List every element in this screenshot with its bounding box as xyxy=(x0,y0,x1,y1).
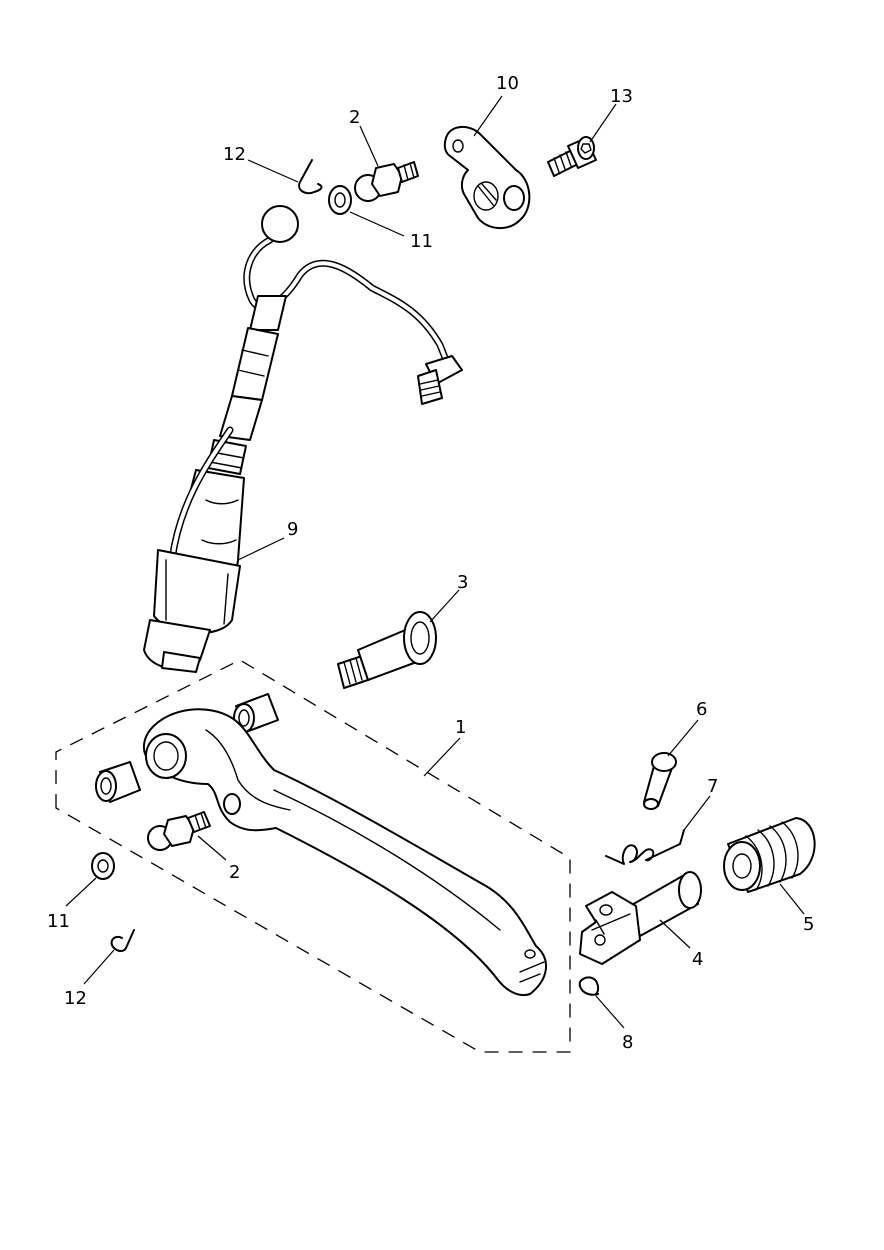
part-10-bracket xyxy=(443,126,531,229)
part-5-rubber xyxy=(723,817,816,893)
callout-2-lower: 2 xyxy=(229,862,240,883)
callout-4: 4 xyxy=(692,949,703,970)
part-7-spring xyxy=(605,829,685,865)
part-4-footpeg xyxy=(579,871,702,965)
callout-10: 10 xyxy=(496,73,519,94)
part-13-screw xyxy=(547,136,597,177)
callout-11-lower: 11 xyxy=(47,911,70,932)
part-11-washer-top xyxy=(328,185,352,215)
part-2-ball-stud-top xyxy=(354,161,419,202)
callout-12-lower: 12 xyxy=(64,988,87,1009)
part-9-sensor xyxy=(143,205,463,673)
callout-1: 1 xyxy=(455,717,466,738)
part-11-washer-lower xyxy=(91,852,115,880)
callout-11-top: 11 xyxy=(410,231,433,252)
callout-13: 13 xyxy=(610,86,633,107)
part-12-clip-lower xyxy=(110,929,135,952)
part-1-lever xyxy=(95,693,548,996)
assembly-boundary xyxy=(55,659,571,1053)
callout-8: 8 xyxy=(622,1032,633,1053)
leader-lines xyxy=(65,95,805,1029)
part-12-clip-top xyxy=(298,159,323,195)
callout-3: 3 xyxy=(457,572,468,593)
callout-12-top: 12 xyxy=(223,144,246,165)
callout-7: 7 xyxy=(707,776,718,797)
callout-9: 9 xyxy=(287,519,298,540)
part-3-pivot-bolt xyxy=(337,611,437,689)
callout-2-top: 2 xyxy=(349,107,360,128)
callout-5: 5 xyxy=(803,914,814,935)
part-6-pin xyxy=(643,752,677,810)
callout-6: 6 xyxy=(696,699,707,720)
part-2-ball-stud-lower xyxy=(147,811,211,851)
part-8-circlip xyxy=(578,976,600,996)
